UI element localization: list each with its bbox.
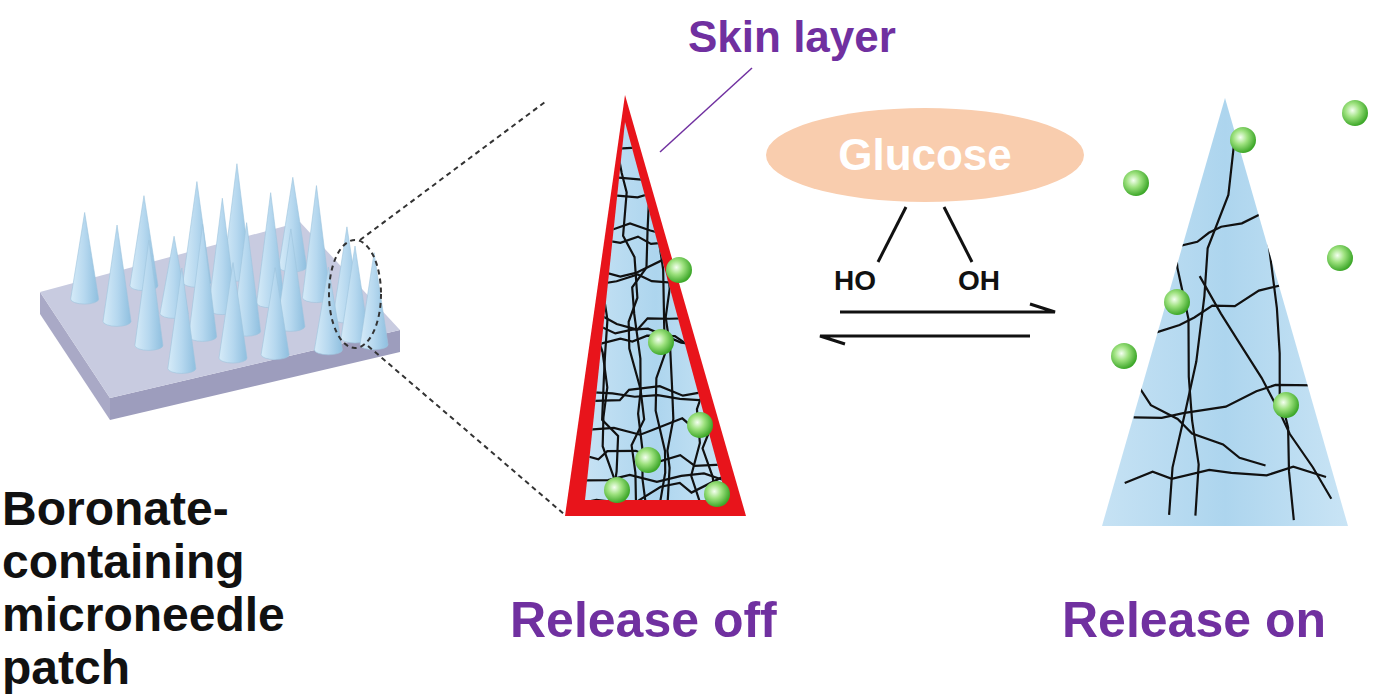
polymer-chain <box>1174 173 1199 515</box>
insulin-dot <box>635 447 661 473</box>
microneedle-cone <box>219 263 247 364</box>
microneedle-cone <box>261 268 289 360</box>
insulin-dot <box>704 481 730 507</box>
glucose-ellipse: Glucose <box>765 107 1085 203</box>
insulin-dot <box>1230 127 1256 153</box>
microneedle-patch <box>40 164 400 420</box>
bond-line <box>878 207 906 262</box>
polymer-chain <box>573 392 748 400</box>
polymer-chain <box>576 224 737 252</box>
chem-label: HO <box>834 265 876 297</box>
leader-line <box>660 68 752 152</box>
insulin-dot <box>1327 245 1353 271</box>
polymer-chain <box>1174 206 1295 247</box>
part-label: Skin layer <box>688 12 896 63</box>
equilibrium-arrow <box>820 336 1030 344</box>
zoom-line <box>360 102 545 240</box>
microneedle-cone <box>257 193 285 308</box>
polymer-chain <box>1265 213 1294 520</box>
polymer-chain <box>1169 138 1235 515</box>
needle-matrix <box>1102 98 1348 526</box>
microneedle-cone <box>135 240 163 350</box>
insulin-dot <box>648 329 674 355</box>
insulin-dot <box>1164 289 1190 315</box>
bond-line <box>944 207 972 262</box>
polymer-chain <box>601 134 619 512</box>
polymer-chain <box>691 149 721 511</box>
state-label: Release off <box>510 592 777 650</box>
polymer-chain <box>573 273 734 286</box>
insulin-dot <box>1273 392 1299 418</box>
insulin-dot <box>604 477 630 503</box>
polymer-chain <box>564 177 746 195</box>
insulin-dot <box>1123 170 1149 196</box>
polymer-chain <box>666 132 679 509</box>
microneedle-cone <box>71 213 99 305</box>
microneedle-cone <box>103 225 131 326</box>
node-text: Glucose <box>838 130 1012 180</box>
polymer-network <box>1111 138 1337 521</box>
zoom-ellipse <box>329 240 381 348</box>
polymer-chain <box>1125 467 1326 483</box>
zoom-line <box>368 346 565 515</box>
insulin-dot <box>1111 343 1137 369</box>
state-label: Release on <box>1062 592 1326 650</box>
microneedle-cone <box>314 267 342 355</box>
insulin-dots <box>604 257 730 507</box>
equilibrium-arrow <box>840 304 1055 312</box>
microneedle-cone <box>168 268 196 373</box>
polymer-chain <box>584 148 615 509</box>
chem-label: OH <box>958 265 1000 297</box>
patch-label: Boronate-containing microneedle patch <box>2 482 392 694</box>
insulin-dot <box>666 257 692 283</box>
ellipse-shape <box>766 108 1084 202</box>
polymer-chain <box>1111 375 1266 465</box>
polymer-chain <box>562 189 732 200</box>
polymer-chain <box>572 141 737 151</box>
insulin-dot <box>1342 100 1368 126</box>
polymer-chain <box>574 253 740 276</box>
microneedle-cone <box>189 224 217 341</box>
insulin-dot <box>687 412 713 438</box>
insulin-dots <box>1111 100 1368 418</box>
polymer-network <box>562 132 747 512</box>
microneedle-cone <box>360 253 388 350</box>
skin-layer <box>565 95 746 516</box>
